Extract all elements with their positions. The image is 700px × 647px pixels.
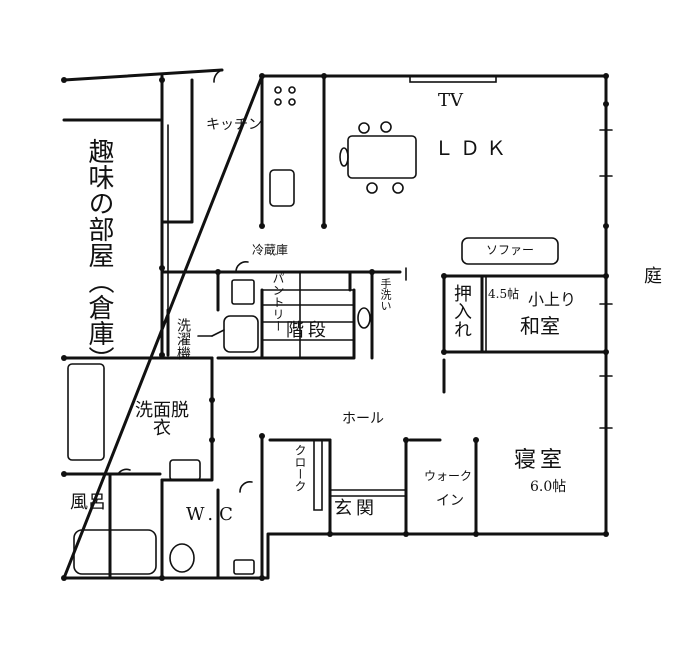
sink	[169, 459, 201, 481]
handwash-label: 手洗い	[379, 278, 392, 311]
dining-table	[347, 135, 417, 179]
garden-label: 庭	[644, 266, 662, 287]
detail-lines	[167, 124, 487, 511]
bedroom-size-label: 6.0帖	[530, 479, 567, 495]
fridge	[231, 279, 255, 305]
room-label-washitsu: 和室	[520, 314, 560, 338]
tv-label: TV	[438, 90, 464, 111]
chair	[339, 147, 349, 167]
room-label-washroom: 洗面脱衣	[135, 400, 189, 439]
washitsu-type-label: 小上り	[528, 290, 577, 309]
furniture	[67, 75, 559, 575]
handwash-basin	[357, 307, 371, 329]
room-label-ldk: ＬＤＫ	[434, 136, 512, 160]
room-label-entrance: 玄関	[334, 498, 378, 519]
walkin-label-top: ウォーク	[424, 469, 473, 483]
pantry-label: パントリー	[271, 272, 285, 332]
oshiire-label: 押入れ	[451, 284, 472, 338]
washer-label: 洗濯機	[175, 318, 191, 360]
room-label-bath: 風呂	[70, 492, 106, 513]
tv-unit	[409, 75, 497, 83]
chair	[380, 121, 392, 133]
door-swings	[117, 69, 253, 493]
chair	[366, 182, 378, 194]
sofa-label: ソファー	[486, 243, 535, 257]
room-label-kitchen: キッチン	[206, 117, 262, 133]
bathtub	[73, 529, 157, 575]
washing-machine	[223, 315, 259, 353]
room-label-cloak: クローク	[293, 444, 307, 492]
chair	[358, 122, 370, 134]
counter	[67, 363, 105, 461]
fridge-label: 冷蔵庫	[252, 243, 289, 257]
walkin-label-bottom: イン	[436, 493, 464, 509]
stove	[269, 169, 295, 207]
room-label-hall: ホール	[342, 411, 384, 427]
toilet-tank	[233, 559, 255, 575]
room-label-hobby: 趣味の部屋（倉庫）	[84, 138, 114, 372]
room-label-wc: W.C	[186, 504, 239, 525]
stairs-label: 階段	[286, 320, 330, 341]
window-marks	[405, 129, 613, 429]
column-dots	[61, 73, 609, 581]
sofa	[461, 237, 559, 265]
washitsu-size-label: 4.5帖	[488, 287, 520, 301]
chair	[392, 182, 404, 194]
toilet	[169, 543, 195, 573]
room-label-bedroom: 寝室	[514, 448, 567, 473]
